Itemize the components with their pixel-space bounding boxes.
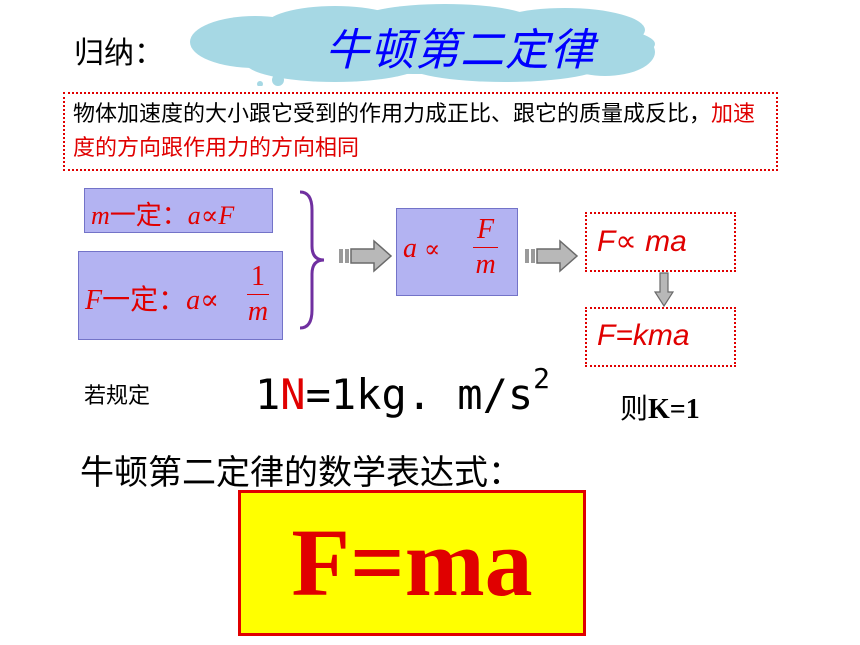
- m-sym: ∝: [200, 201, 219, 230]
- law-statement-box: 物体加速度的大小跟它受到的作用力成正比、跟它的质量成反比，加速度的方向跟作用力的…: [63, 92, 778, 171]
- m-var: m: [91, 201, 110, 230]
- f-fraction: 1 m: [247, 260, 269, 329]
- combined-denominator: m: [475, 249, 496, 280]
- unit-definition: 1N=1kg. m/s2: [255, 362, 550, 419]
- k-value: K=1: [648, 394, 700, 425]
- cloud-shape: [190, 4, 655, 86]
- unit-one: 1: [255, 370, 281, 419]
- combined-numerator: F: [473, 213, 499, 248]
- f-equals-kma: F=kma: [585, 307, 736, 367]
- right-arrow-icon: [339, 239, 393, 273]
- f-proportional-ma: F∝ ma: [585, 212, 736, 272]
- f-lhs: a: [186, 285, 201, 316]
- combined-fraction: F m: [473, 213, 499, 282]
- f-sym: ∝: [200, 285, 220, 316]
- m-lhs: a: [187, 201, 201, 230]
- f-denominator: m: [247, 296, 269, 327]
- m-rhs: F: [218, 201, 235, 230]
- summary-label: 归纳：: [74, 36, 164, 71]
- combined-lhs: a: [403, 233, 417, 264]
- if-defined-label: 若规定: [84, 384, 151, 409]
- unit-newton: N: [280, 370, 306, 419]
- m-cond: 一定：: [109, 201, 188, 230]
- f-cond: 一定：: [102, 285, 187, 316]
- m-constant-relation: m一定：a∝F: [84, 188, 273, 233]
- law-direction-text: 加速度的方向跟作用力的方向相同: [73, 102, 756, 161]
- right-brace-icon: [299, 190, 325, 330]
- down-arrow-icon: [654, 272, 674, 307]
- f-var: F: [85, 285, 103, 316]
- page-title: 牛顿第二定律: [325, 25, 595, 76]
- k-equals-one: 则K=1: [620, 387, 700, 427]
- right-arrow-icon: [525, 239, 579, 273]
- then-label: 则: [620, 392, 649, 425]
- combined-relation: a ∝ F m: [396, 208, 518, 296]
- unit-exponent: 2: [533, 362, 551, 395]
- unit-rest: =1kg. m/s: [305, 370, 534, 419]
- combined-sym: ∝: [424, 237, 441, 263]
- f-numerator: 1: [247, 260, 269, 295]
- f-constant-relation: F一定：a∝ 1 m: [78, 251, 283, 340]
- formula-box: F=ma: [238, 490, 586, 636]
- law-statement-text: 物体加速度的大小跟它受到的作用力成正比、跟它的质量成反比，: [73, 102, 712, 127]
- formula-text: F=ma: [291, 509, 533, 616]
- expression-label: 牛顿第二定律的数学表达式：: [80, 453, 522, 493]
